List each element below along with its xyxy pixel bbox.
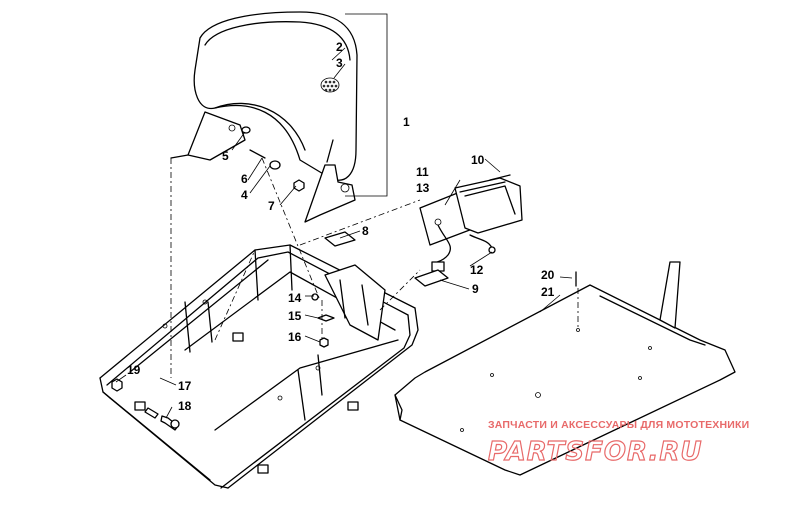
part-label-18: 18: [178, 399, 192, 413]
part-label-10: 10: [471, 153, 485, 167]
part-label-14: 14: [288, 291, 302, 305]
part-label-7: 7: [268, 199, 275, 213]
taillight-assembly: [419, 174, 523, 272]
watermark-tagline: ЗАПЧАСТИ И АКСЕССУАРЫ ДЛЯ МОТОТЕХНИКИ: [488, 419, 749, 431]
part-label-6: 6: [241, 172, 248, 186]
backrest-hardware: [241, 126, 305, 192]
part-label-19: 19: [127, 363, 141, 377]
decal-9: [414, 269, 449, 287]
rack-frame: [99, 244, 419, 489]
part-label-21: 21: [541, 285, 555, 299]
leader-lines: [115, 47, 573, 419]
part-label-4: 4: [241, 188, 248, 202]
part-label-5: 5: [222, 149, 229, 163]
part-label-9: 9: [472, 282, 479, 296]
backrest-pad: [193, 11, 358, 181]
watermark-logo: PARTSFOR.RU: [488, 437, 702, 467]
part-label-12: 12: [470, 263, 484, 277]
part-label-16: 16: [288, 330, 302, 344]
part-label-11: 11: [416, 165, 429, 179]
backrest-bracket-left: [170, 111, 246, 161]
part-label-20: 20: [541, 268, 555, 282]
part-label-2: 2: [336, 40, 343, 54]
backrest-bracket-right: [304, 139, 356, 223]
part-labels: 2 3 1 5 6 4 7 8 10 11 13 12 9 14 15 16 1…: [127, 40, 555, 413]
cargo-mat: [394, 261, 736, 476]
alignment-lines: [170, 157, 421, 378]
rack-hardware-14-16: [311, 293, 335, 348]
watermark: ЗАПЧАСТИ И АКСЕССУАРЫ ДЛЯ МОТОТЕХНИКИ PA…: [487, 419, 749, 468]
callout-bracket-1: [345, 13, 388, 197]
part-label-1: 1: [403, 115, 410, 129]
part-label-17: 17: [178, 379, 192, 393]
rack-hardware-18-19: [111, 378, 180, 431]
part-label-8: 8: [362, 224, 369, 238]
part-label-13: 13: [416, 181, 430, 195]
part-label-15: 15: [288, 309, 302, 323]
part-label-3: 3: [336, 56, 343, 70]
